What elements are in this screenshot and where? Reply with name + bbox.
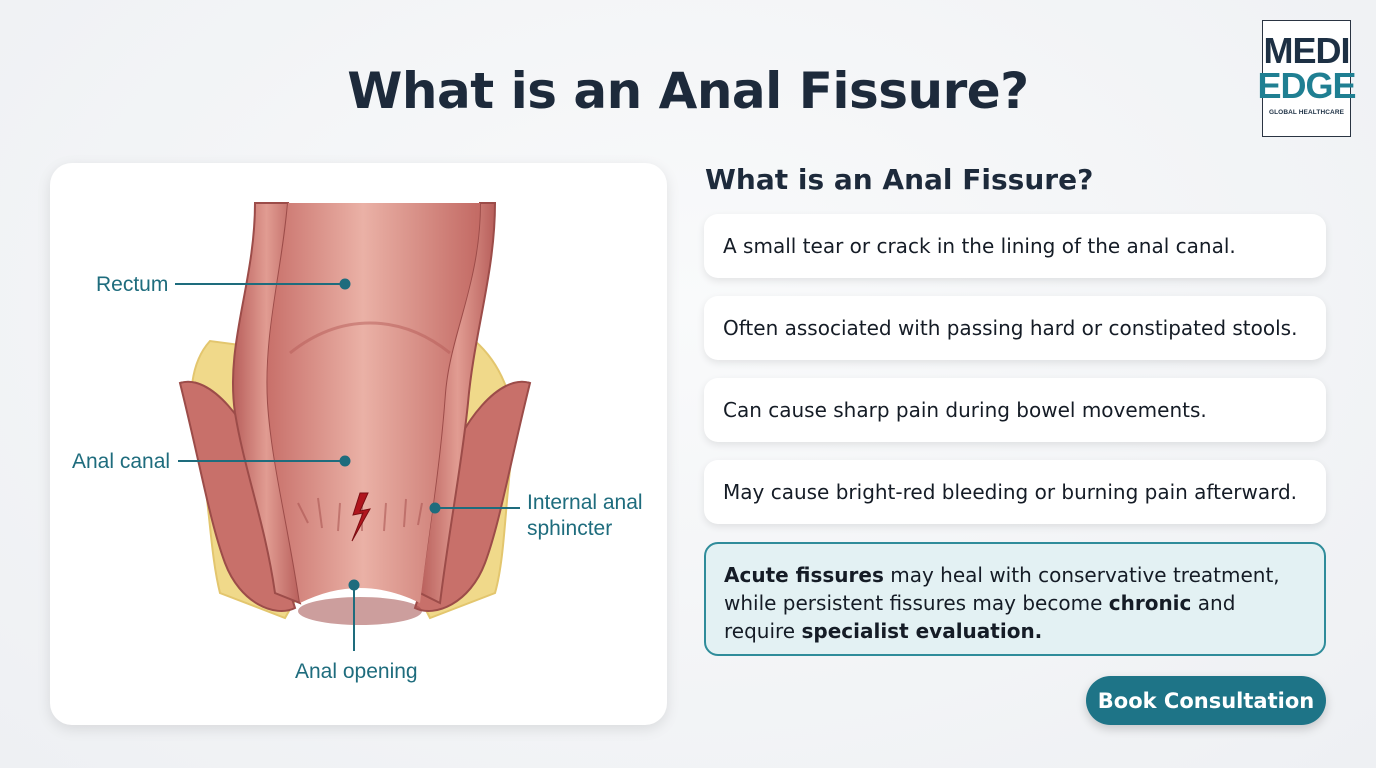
rectum-lumen xyxy=(267,203,480,603)
label-rectum: Rectum xyxy=(96,273,169,296)
note-bold-chronic: chronic xyxy=(1108,591,1192,615)
label-sphincter: sphincter xyxy=(527,517,613,540)
book-consultation-button[interactable]: Book Consultation xyxy=(1086,676,1326,725)
mucosal-fold xyxy=(289,321,451,355)
sphincter-pointer xyxy=(429,502,520,514)
fact-card: Can cause sharp pain during bowel moveme… xyxy=(704,378,1326,442)
fissure-tear xyxy=(351,492,371,542)
note-bold-evaluation: specialist evaluation. xyxy=(801,619,1043,643)
fact-card: Often associated with passing hard or co… xyxy=(704,296,1326,360)
logo-line1: MEDI xyxy=(1263,30,1351,71)
anatomy-illustration-card: Rectum Anal canal Internal anal sphincte… xyxy=(50,163,667,725)
fact-card: A small tear or crack in the lining of t… xyxy=(704,214,1326,278)
rectum-wall-right xyxy=(418,202,497,605)
note-text: may heal with conservative treatment, wh… xyxy=(724,563,1280,615)
label-anal-canal: Anal canal xyxy=(72,450,171,473)
section-title: What is an Anal Fissure? xyxy=(705,163,1094,196)
rectum-pointer xyxy=(175,278,351,290)
page-title: What is an Anal Fissure? xyxy=(347,62,1029,120)
logo-line2: EDGE xyxy=(1257,65,1356,106)
fact-card: May cause bright-red bleeding or burning… xyxy=(704,460,1326,524)
note-bold-acute: Acute fissures xyxy=(724,563,884,587)
anal-opening xyxy=(298,597,422,625)
chronic-fissure-note: Acute fissures may heal with conservativ… xyxy=(704,542,1326,656)
note-text: and require xyxy=(724,591,1236,643)
mediedge-logo: MEDI EDGE GLOBAL HEALTHCARE xyxy=(1257,20,1357,137)
logo-tagline: GLOBAL HEALTHCARE xyxy=(1268,109,1345,116)
label-internal-anal: Internal anal xyxy=(527,491,643,514)
label-anal-opening: Anal opening xyxy=(295,660,418,683)
anal-canal-pointer xyxy=(178,455,351,467)
anal-opening-pointer xyxy=(348,579,360,651)
anal-canal-anatomy-illustration xyxy=(175,202,532,651)
